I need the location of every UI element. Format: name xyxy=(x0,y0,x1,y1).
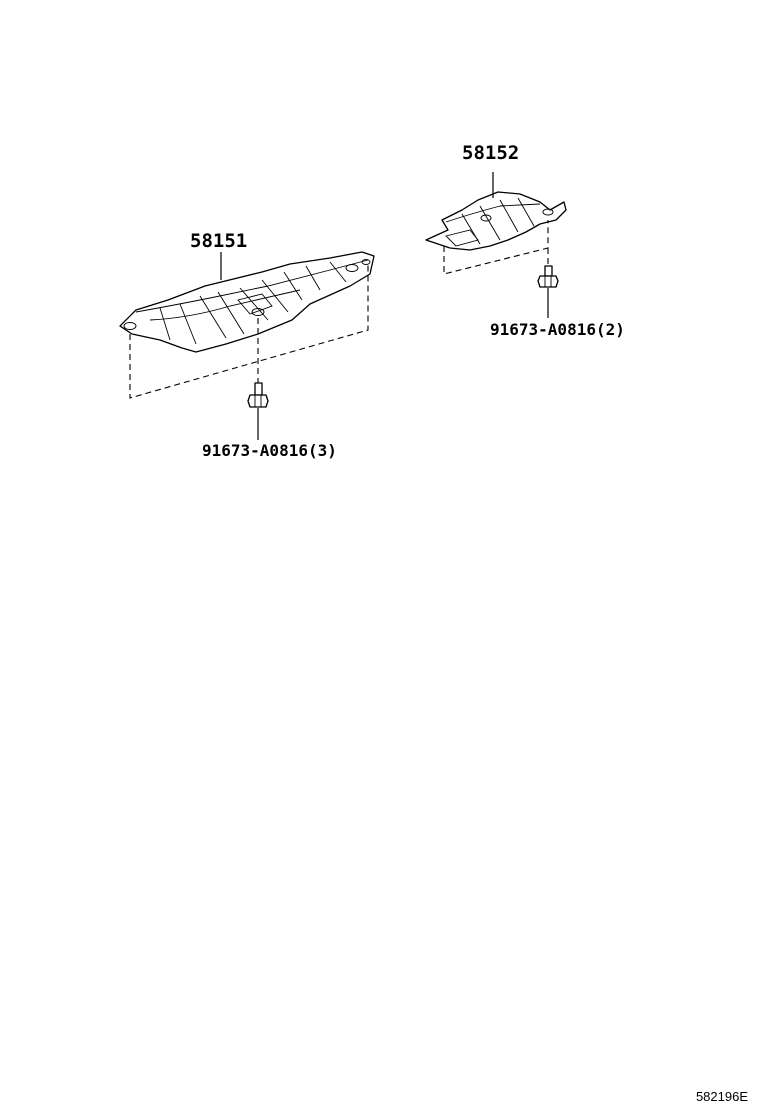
mounting-guide-58152 xyxy=(443,220,549,275)
part-number-58152: 58152 xyxy=(462,142,520,164)
engine-under-cover-58152 xyxy=(425,191,567,251)
figure-id: 582196E xyxy=(695,1089,748,1104)
part-number-bolt-right: 91673-A0816(2) xyxy=(490,320,625,339)
part-number-58151: 58151 xyxy=(190,230,248,252)
part-number-bolt-left: 91673-A0816(3) xyxy=(202,441,337,460)
bolt-icon-right xyxy=(537,265,559,318)
bolt-icon-left xyxy=(247,382,269,440)
engine-under-cover-58151 xyxy=(119,251,375,353)
mounting-guide-58151 xyxy=(129,262,369,399)
